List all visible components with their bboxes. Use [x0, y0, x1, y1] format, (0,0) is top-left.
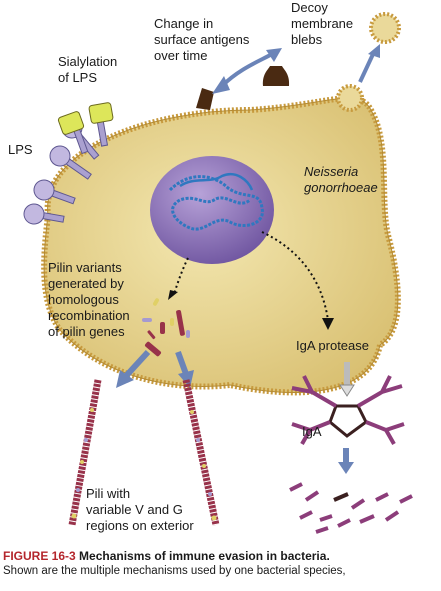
caption-text: Shown are the multiple mechanisms used b… — [3, 565, 346, 577]
lps-molecule — [33, 179, 76, 205]
label-iga-protease: IgA protease — [296, 338, 369, 353]
label-change-antigens: Change in surface antigens over time — [154, 16, 250, 63]
figure-title: Mechanisms of immune evasion in bacteria… — [79, 549, 330, 563]
svg-text:of pilin genes: of pilin genes — [48, 324, 125, 339]
iga-fragments — [289, 482, 413, 534]
decoy-bleb — [369, 12, 401, 44]
svg-text:recombination: recombination — [48, 308, 130, 323]
figure-caption: FIGURE 16-3 Mechanisms of immune evasion… — [3, 549, 439, 579]
svg-text:generated by: generated by — [48, 276, 124, 291]
iga-molecule — [291, 362, 405, 445]
surface-antigen-right — [262, 66, 290, 86]
caption-heading: FIGURE 16-3 Mechanisms of immune evasion… — [3, 549, 439, 564]
bleb-release-arrow — [358, 51, 376, 83]
dna-strand — [168, 175, 264, 231]
pilin-gene-arrow — [173, 257, 189, 295]
pilus-right — [182, 379, 220, 526]
svg-text:Decoy: Decoy — [291, 0, 328, 15]
lps-molecule — [23, 203, 65, 225]
label-lps: LPS — [8, 142, 33, 157]
nucleoid — [150, 156, 274, 264]
lps-molecule — [49, 145, 92, 180]
lps-molecules — [23, 102, 114, 225]
label-sialylation: Sialylation of LPS — [58, 54, 117, 85]
pilus-arrow-left — [116, 370, 134, 388]
label-pili: Pili with variable V and G regions on ex… — [86, 486, 194, 533]
svg-text:Pilin variants: Pilin variants — [48, 260, 122, 275]
label-species: Neisseria gonorrhoeae — [304, 164, 378, 195]
svg-text:Sialylation: Sialylation — [58, 54, 117, 69]
bleb-release-arrowhead — [368, 44, 380, 58]
svg-text:of LPS: of LPS — [58, 70, 97, 85]
label-iga: IgA — [302, 424, 322, 439]
svg-text:blebs: blebs — [291, 32, 323, 47]
svg-text:Change in: Change in — [154, 16, 213, 31]
svg-text:regions on exterior: regions on exterior — [86, 518, 194, 533]
immune-evasion-diagram: Change in surface antigens over time Dec… — [8, 0, 413, 534]
figure-number: FIGURE 16-3 — [3, 549, 76, 563]
cleavage-arrow — [338, 462, 354, 474]
label-decoy-blebs: Decoy membrane blebs — [291, 0, 353, 47]
sialylated-lps — [96, 118, 109, 147]
svg-text:surface antigens: surface antigens — [154, 32, 250, 47]
svg-text:Neisseria: Neisseria — [304, 164, 358, 179]
label-pilin-variants: Pilin variants generated by homologous r… — [48, 260, 130, 339]
budding-bleb — [336, 84, 364, 112]
antigen-change-arrow — [212, 48, 282, 94]
svg-text:homologous: homologous — [48, 292, 119, 307]
sialic-acid-cap — [57, 111, 85, 135]
svg-text:over time: over time — [154, 48, 207, 63]
pilus-left — [68, 379, 102, 526]
pilin-fragments — [142, 298, 190, 357]
sialic-acid-cap — [88, 102, 114, 124]
surface-antigen-left — [196, 88, 214, 110]
svg-text:gonorrhoeae: gonorrhoeae — [304, 180, 378, 195]
svg-text:membrane: membrane — [291, 16, 353, 31]
svg-text:variable V and G: variable V and G — [86, 502, 183, 517]
svg-text:Pili with: Pili with — [86, 486, 130, 501]
